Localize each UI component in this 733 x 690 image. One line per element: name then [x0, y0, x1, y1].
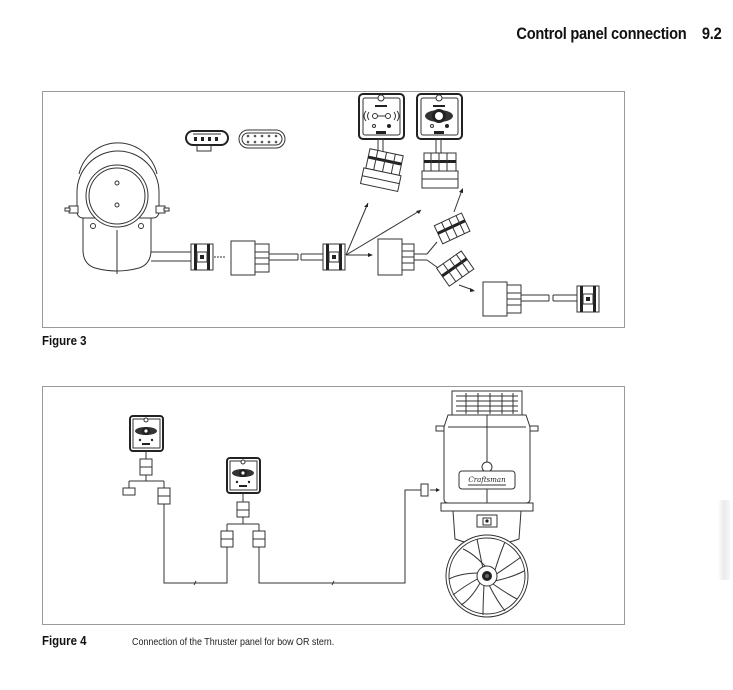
figure-4-caption: Figure 4 [42, 633, 87, 648]
extension-cable-end-icon [482, 281, 600, 317]
terminator-icon [122, 487, 136, 496]
arrow-icons [345, 202, 422, 257]
thruster-unit-icon: Craftsman [435, 390, 539, 618]
connector-4pin-icon [185, 130, 229, 152]
control-panel-joystick-icon [416, 93, 463, 189]
thruster-motor-icon [64, 142, 191, 274]
cable-connector-icon [322, 243, 346, 271]
figure-3-frame [42, 91, 625, 328]
control-panel-2-icon [226, 457, 261, 494]
connector-8pin-icon [238, 129, 286, 149]
y-splitter-2-icon [236, 501, 250, 518]
y-splitter-icon [377, 188, 475, 292]
thruster-brand-label: Craftsman [468, 476, 506, 484]
figure-3-diagram [64, 93, 600, 317]
cable-connector-icon [190, 243, 226, 271]
figure-4-diagram: Craftsman [122, 390, 539, 618]
page-edge-shadow [718, 500, 730, 580]
extension-plug-icon [230, 240, 323, 276]
figure-4-frame: Craftsman [42, 386, 625, 625]
control-panel-1-icon [129, 415, 164, 452]
y-splitter-1-icon [139, 458, 153, 476]
figure-3-caption: Figure 3 [42, 333, 87, 348]
page-header: Control panel connection 9.2 [516, 24, 721, 44]
figure-4-description: Connection of the Thruster panel for bow… [132, 636, 335, 648]
section-number: 9.2 [701, 24, 721, 43]
control-panel-single-icon [358, 93, 405, 193]
bus-cable [163, 483, 440, 586]
section-title: Control panel connection [515, 24, 686, 43]
